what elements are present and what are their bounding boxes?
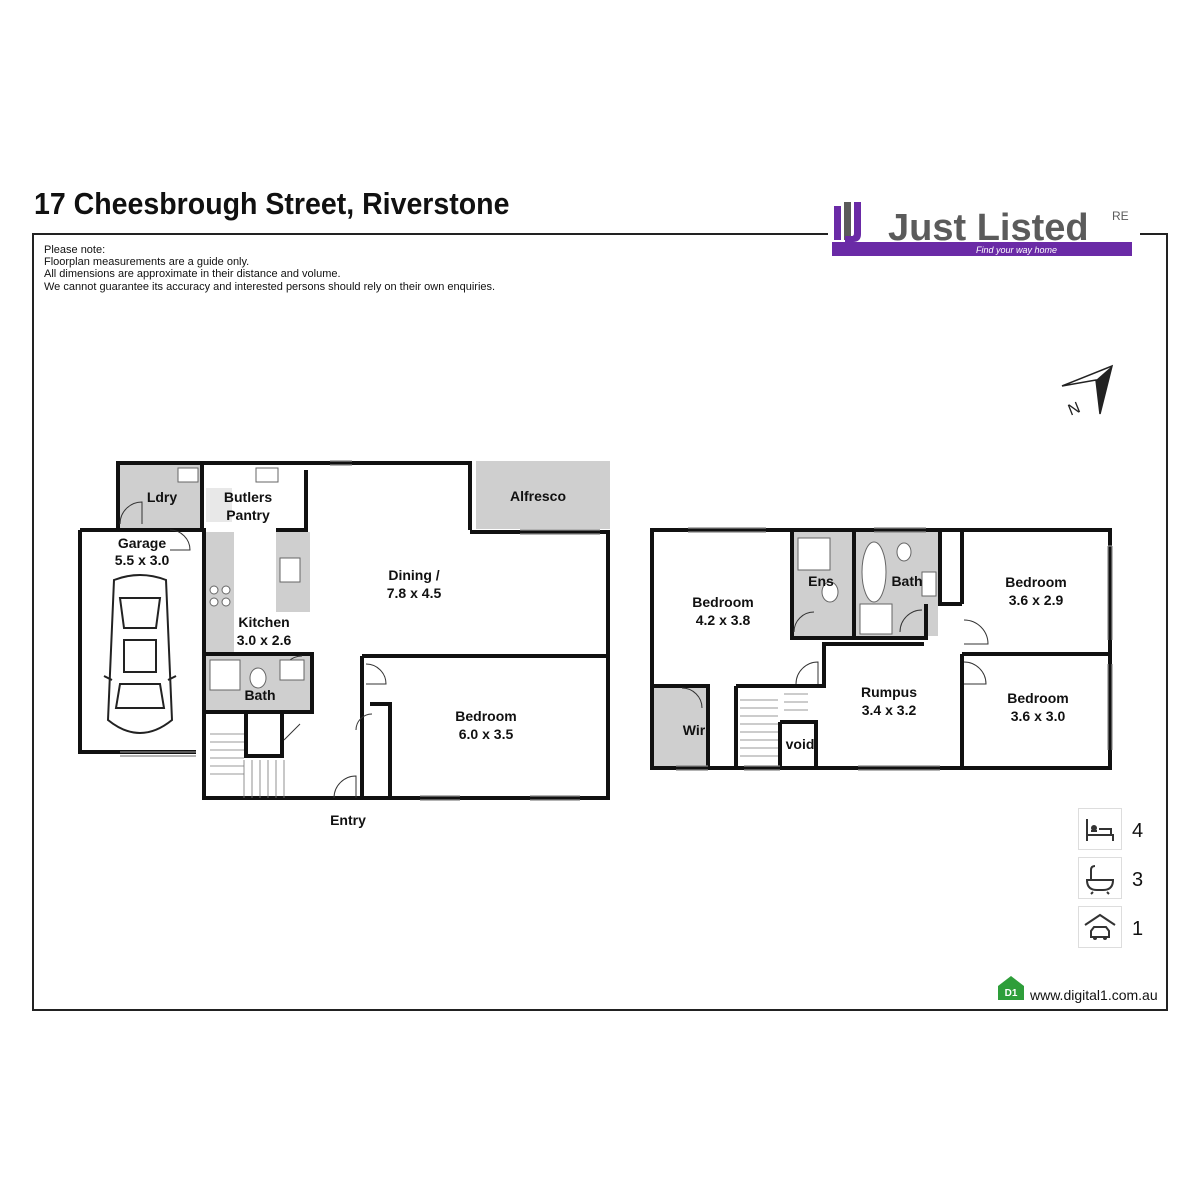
room-label: Pantry	[226, 507, 270, 523]
logo-suffix: RE	[1112, 209, 1129, 223]
ground-shower-icon	[209, 659, 241, 691]
feature-badge-bed	[1078, 808, 1122, 850]
room-label: Bedroom	[455, 708, 516, 724]
room-dimensions: 3.6 x 3.0	[1011, 708, 1066, 724]
pantry-sink-icon	[255, 467, 279, 483]
bed-icon	[1086, 819, 1114, 841]
room-label: Butlers	[224, 489, 272, 505]
ensuite-toilet-icon	[821, 581, 839, 603]
room-dimensions: 7.8 x 4.5	[387, 585, 442, 601]
note-line: Please note:	[44, 244, 106, 256]
room-label: Entry	[330, 812, 366, 828]
room-label: Bath	[244, 687, 275, 703]
room-label: Bedroom	[692, 594, 753, 610]
room-dimensions: 3.6 x 2.9	[1009, 592, 1064, 608]
bath-count: 3	[1132, 869, 1144, 891]
first-basin-icon	[921, 571, 937, 597]
room-label: Rumpus	[861, 684, 917, 700]
room-label: Ldry	[147, 489, 178, 505]
bathtub-icon	[1085, 865, 1115, 895]
garage-car-icon	[1084, 913, 1116, 940]
note-line: All dimensions are approximate in their …	[44, 268, 341, 281]
room-label: Wir	[683, 722, 706, 738]
car-icon	[103, 574, 177, 734]
plan-frame	[32, 233, 1168, 1011]
room-label: Kitchen	[238, 614, 289, 630]
room-dimensions: 6.0 x 3.5	[459, 726, 514, 742]
logo-j	[845, 202, 861, 242]
digital1-logo: D1	[998, 976, 1024, 1000]
room-label: Dining /	[388, 567, 439, 583]
page-title: 17 Cheesbrough Street, Riverstone	[34, 186, 510, 221]
room-dimensions: 3.4 x 3.2	[862, 702, 917, 718]
compass-label: N	[1066, 399, 1083, 419]
ground-toilet-icon	[249, 667, 267, 689]
room-label: Alfresco	[510, 488, 566, 504]
garage-count: 1	[1132, 918, 1144, 940]
room-label: void	[786, 736, 815, 752]
room-label: Bath	[891, 573, 922, 589]
logo-bar-left	[834, 206, 841, 240]
alfresco-area	[476, 461, 610, 529]
first-floor: Bedroom 4.2 x 3.8 Ens Bath Bedroom 3.6 x…	[650, 527, 1113, 771]
room-label: Garage	[118, 535, 166, 551]
note-line: Floorplan measurements are a guide only.	[44, 256, 250, 269]
ground-floor: Ldry Butlers Pantry Alfresco Garage 5.5 …	[78, 460, 610, 828]
d1-logo-text: D1	[1005, 988, 1018, 999]
feature-badge-bath	[1078, 857, 1122, 899]
laundry-tub-icon	[177, 467, 199, 483]
first-shower-icon	[859, 603, 893, 635]
room-label: Bedroom	[1005, 574, 1066, 590]
first-toilet-icon	[896, 542, 912, 562]
bed-count: 4	[1132, 820, 1144, 842]
ground-basin-icon	[279, 659, 305, 681]
north-arrow-icon: N	[1061, 364, 1114, 420]
bathtub-fixture-icon	[861, 541, 887, 603]
ensuite-shower-icon	[797, 537, 831, 571]
room-dimensions: 4.2 x 3.8	[696, 612, 751, 628]
logo-bar-mid	[844, 202, 851, 240]
first-stairs	[740, 693, 808, 757]
kitchen-sink-icon	[279, 557, 301, 583]
ground-stairs	[210, 733, 285, 798]
room-dimensions: 5.5 x 3.0	[115, 552, 170, 568]
room-label: Bedroom	[1007, 690, 1068, 706]
room-dimensions: 3.0 x 2.6	[237, 632, 292, 648]
note-line: We cannot guarantee its accuracy and int…	[44, 280, 496, 293]
logo-tagline-bar	[832, 242, 1132, 256]
wir-room	[654, 686, 708, 766]
disclaimer-notes: Please note: Floorplan measurements are …	[44, 244, 495, 293]
just-listed-logo: Just Listed RE Find your way home	[832, 202, 1132, 256]
feature-badge-garage	[1078, 906, 1122, 948]
room-label: Ens	[808, 573, 834, 589]
logo-tagline: Find your way home	[976, 245, 1057, 255]
footer-url[interactable]: www.digital1.com.au	[1030, 987, 1158, 1003]
